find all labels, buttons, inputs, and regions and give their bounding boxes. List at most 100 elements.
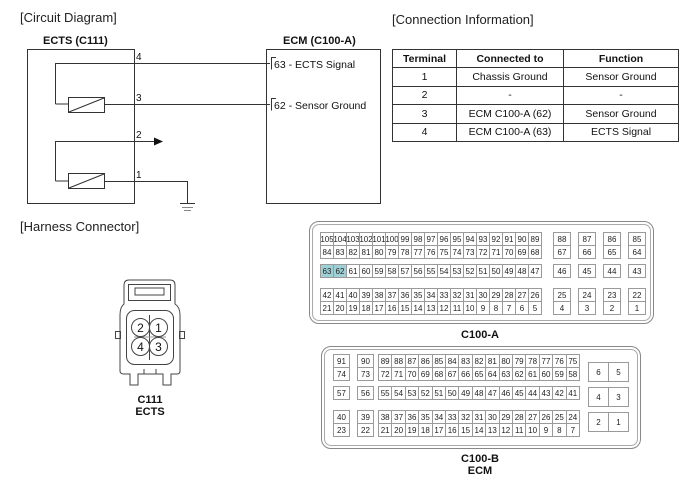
pin-104: 104 (333, 232, 347, 246)
pin-57: 57 (333, 386, 350, 400)
arrow-icon (154, 137, 163, 146)
pin-24: 24 (578, 288, 596, 302)
pin-62: 62 (333, 264, 347, 278)
pin-76: 76 (552, 354, 567, 368)
pin-42: 42 (552, 386, 567, 400)
thermistor-icon (68, 173, 105, 189)
cell-connected-to: ECM C100-A (62) (456, 104, 564, 124)
pin-85: 85 (431, 354, 446, 368)
pin-19: 19 (346, 301, 360, 315)
wire-terminal-1 (104, 181, 188, 203)
pin-9: 9 (476, 301, 490, 315)
pin-32: 32 (458, 410, 473, 424)
pin-35: 35 (418, 410, 433, 424)
pin-46: 46 (498, 386, 513, 400)
cell-connected-to: - (456, 85, 564, 105)
pin-46: 46 (553, 264, 571, 278)
pin-100: 100 (385, 232, 399, 246)
pin-3: 3 (608, 387, 629, 407)
pin-55: 55 (424, 264, 438, 278)
ecm-label: ECM (C100-A) (283, 35, 356, 47)
pin-2: 2 (588, 412, 609, 432)
pin-74: 74 (333, 367, 350, 381)
c100a-connector-inner (312, 224, 651, 321)
cell-connected-to: Chassis Ground (456, 67, 564, 87)
pin-22: 22 (628, 288, 646, 302)
pin-26: 26 (538, 410, 554, 424)
pin-105: 105 (320, 232, 334, 246)
pin-15: 15 (398, 301, 412, 315)
pin-67: 67 (445, 367, 460, 381)
c111-pin-4-label: 4 (137, 340, 144, 354)
pin-71: 71 (489, 245, 503, 259)
pin-14: 14 (471, 423, 487, 437)
pin-80: 80 (372, 245, 386, 259)
pin-78: 78 (525, 354, 540, 368)
pin-88: 88 (391, 354, 406, 368)
pin-32: 32 (450, 288, 464, 302)
pin-4: 4 (553, 301, 571, 315)
pin-5: 5 (528, 301, 542, 315)
cell-function: - (563, 85, 679, 105)
c100b-connector (321, 346, 641, 449)
pin-94: 94 (463, 232, 477, 246)
connection-info-title: [Connection Information] (392, 12, 534, 27)
pin-6: 6 (515, 301, 529, 315)
pin-63: 63 (320, 264, 334, 278)
pin-28: 28 (502, 288, 516, 302)
pin-6: 6 (588, 362, 609, 382)
cell-function: ECTS Signal (563, 122, 679, 142)
pin-80: 80 (498, 354, 513, 368)
pin-66: 66 (458, 367, 473, 381)
pin-18: 18 (418, 423, 433, 437)
pin-49: 49 (458, 386, 473, 400)
sensor-label: ECTS (C111) (43, 35, 108, 47)
pin-48: 48 (471, 386, 487, 400)
ecm-pin-62-label: 62 - Sensor Ground (274, 100, 366, 112)
pin-75: 75 (565, 354, 580, 368)
pin-85: 85 (628, 232, 646, 246)
pin-38: 38 (378, 410, 393, 424)
pin-36: 36 (398, 288, 412, 302)
pin-8: 8 (552, 423, 567, 437)
cell-terminal: 4 (392, 122, 457, 142)
pin-33: 33 (445, 410, 460, 424)
pin-16: 16 (445, 423, 460, 437)
terminal-2-label: 2 (136, 130, 142, 141)
connection-table: Terminal Connected to Function 1 Chassis… (392, 49, 679, 142)
header-function: Function (563, 49, 679, 68)
terminal-4-label: 4 (136, 52, 142, 63)
pin-48: 48 (515, 264, 529, 278)
pin-2: 2 (603, 301, 621, 315)
pin-93: 93 (476, 232, 490, 246)
pin-67: 67 (553, 245, 571, 259)
pin-33: 33 (437, 288, 451, 302)
pin-5: 5 (608, 362, 629, 382)
pin-54: 54 (391, 386, 406, 400)
terminal-1-label: 1 (136, 170, 142, 181)
pin-27: 27 (515, 288, 529, 302)
pin-71: 71 (391, 367, 406, 381)
pin-40: 40 (346, 288, 360, 302)
pin-16: 16 (385, 301, 399, 315)
pin-70: 70 (502, 245, 516, 259)
pin-82: 82 (471, 354, 487, 368)
pin-83: 83 (333, 245, 347, 259)
header-terminal: Terminal (392, 49, 457, 68)
pin-68: 68 (431, 367, 446, 381)
pin-77: 77 (538, 354, 554, 368)
pin-50: 50 (489, 264, 503, 278)
pin-19: 19 (404, 423, 420, 437)
header-connected-to: Connected to (456, 49, 564, 68)
c111-sublabel: ECTS (135, 406, 165, 418)
pin-41: 41 (333, 288, 347, 302)
pin-13: 13 (485, 423, 500, 437)
circuit-diagram: 4 3 2 1 63 - ECTS Signal 62 - Sensor Gro… (27, 49, 381, 211)
pin-95: 95 (450, 232, 464, 246)
pin-92: 92 (489, 232, 503, 246)
pin-57: 57 (398, 264, 412, 278)
pin-20: 20 (391, 423, 406, 437)
pin-64: 64 (485, 367, 500, 381)
cell-terminal: 2 (392, 85, 457, 105)
pin-49: 49 (502, 264, 516, 278)
